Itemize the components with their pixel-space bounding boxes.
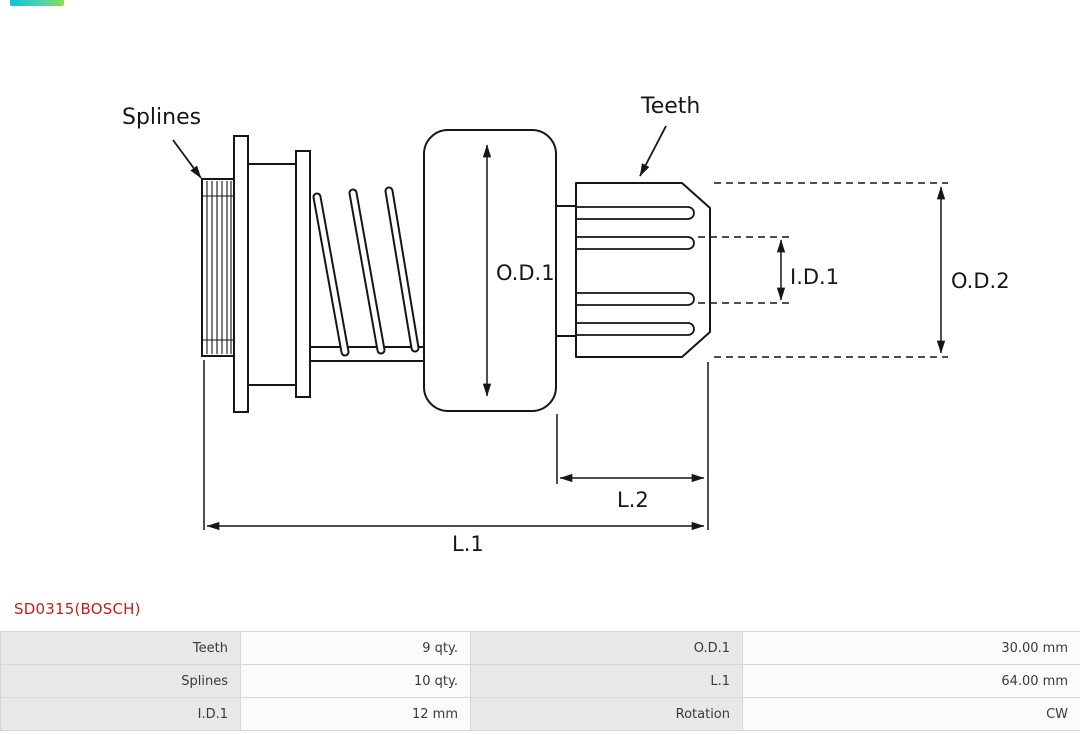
spec-value: 30.00 mm bbox=[742, 631, 1080, 665]
spec-label: Rotation bbox=[470, 697, 743, 731]
teeth-callout: Teeth bbox=[639, 94, 700, 177]
spec-value: 12 mm bbox=[240, 697, 471, 731]
spec-label: O.D.1 bbox=[470, 631, 743, 665]
table-row: Splines 10 qty. L.1 64.00 mm bbox=[0, 664, 1080, 698]
id1-dimension: I.D.1 bbox=[698, 236, 839, 304]
od2-dimension: O.D.2 bbox=[714, 182, 1010, 358]
table-row: Teeth 9 qty. O.D.1 30.00 mm bbox=[0, 631, 1080, 665]
spec-label: I.D.1 bbox=[0, 697, 241, 731]
pinion-gear bbox=[575, 182, 711, 358]
table-row: I.D.1 12 mm Rotation CW bbox=[0, 697, 1080, 731]
spec-value: 10 qty. bbox=[240, 664, 471, 698]
teeth-callout-label: Teeth bbox=[640, 94, 700, 119]
spec-label: Teeth bbox=[0, 631, 241, 665]
splines-callout: Splines bbox=[122, 105, 202, 179]
l2-dimension: L.2 bbox=[556, 362, 709, 530]
return-spring bbox=[312, 186, 420, 357]
spec-label: Splines bbox=[0, 664, 241, 698]
mounting-flange-rear bbox=[295, 150, 311, 398]
spec-value: 9 qty. bbox=[240, 631, 471, 665]
mounting-flange-front bbox=[233, 135, 249, 413]
hub-cylinder bbox=[247, 163, 297, 386]
l1-dimension: L.1 bbox=[203, 360, 705, 556]
spec-value: CW bbox=[742, 697, 1080, 731]
specs-table: Teeth 9 qty. O.D.1 30.00 mm Splines 10 q… bbox=[0, 631, 1080, 731]
part-number: SD0315(BOSCH) bbox=[14, 600, 141, 618]
l2-label: L.2 bbox=[617, 488, 649, 512]
drive-shaft bbox=[310, 346, 424, 362]
od1-dimension: O.D.1 bbox=[482, 144, 555, 397]
od2-label: O.D.2 bbox=[951, 269, 1010, 293]
splines-callout-label: Splines bbox=[122, 105, 201, 130]
as-pl-logo-icon bbox=[10, 0, 64, 6]
od1-label: O.D.1 bbox=[496, 261, 555, 285]
gear-teeth bbox=[576, 206, 695, 336]
id1-label: I.D.1 bbox=[790, 265, 839, 289]
pinion-neck bbox=[556, 205, 576, 337]
spec-value: 64.00 mm bbox=[742, 664, 1080, 698]
splined-shaft bbox=[201, 178, 235, 357]
l1-label: L.1 bbox=[452, 532, 484, 556]
spec-label: L.1 bbox=[470, 664, 743, 698]
technical-drawing: O.D.1 I.D.1 bbox=[122, 94, 1010, 556]
